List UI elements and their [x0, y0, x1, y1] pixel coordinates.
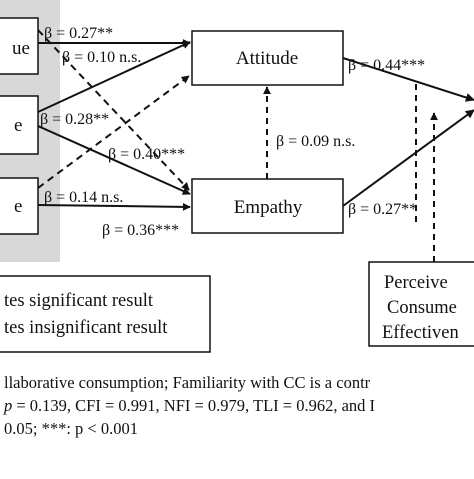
caption-line-3: 0.05; ***: p < 0.001 — [4, 419, 138, 438]
left-box-middle — [0, 95, 39, 155]
empathy-label: Empathy — [234, 197, 303, 218]
caption-p-symbol: p — [4, 396, 13, 415]
coef-top-to-empathy: β = 0.40*** — [108, 146, 185, 163]
dashed-arrow-bottom-to-attitude — [37, 75, 190, 189]
dashed-arrow-top-to-empathy — [37, 29, 190, 191]
arrow-empathy-to-outcome — [342, 109, 474, 207]
legend-significant-text: tes significant result — [4, 291, 154, 311]
coef-empathy-to-outcome: β = 0.27** — [348, 201, 417, 218]
left-box-top — [0, 17, 39, 75]
left-box-bottom — [0, 177, 39, 235]
caption-line-2-text: = 0.139, CFI = 0.991, NFI = 0.979, TLI =… — [16, 396, 376, 415]
legend-box — [0, 275, 211, 353]
coef-empathy-to-attitude: β = 0.09 n.s. — [276, 133, 355, 150]
arrow-middle-to-attitude — [37, 41, 191, 113]
perceived-effectiveness-line2: Consume — [387, 298, 457, 318]
left-box-top-label: ue — [12, 38, 30, 59]
left-box-bottom-label: e — [14, 196, 22, 217]
caption-line-2: p = 0.139, CFI = 0.991, NFI = 0.979, TLI… — [4, 396, 474, 416]
attitude-label: Attitude — [236, 48, 298, 69]
empathy-box — [191, 178, 344, 234]
caption-line-1: llaborative consumption; Familiarity wit… — [4, 373, 371, 392]
arrow-middle-to-empathy — [37, 125, 191, 195]
legend-insignificant-text: tes insignificant result — [4, 318, 168, 338]
coef-middle-to-attitude: β = 0.28** — [40, 111, 109, 128]
perceived-effectiveness-line3: Effectiven — [382, 323, 459, 343]
coef-middle-to-empathy: β = 0.36*** — [102, 222, 179, 239]
coef-top-to-attitude: β = 0.27** — [44, 25, 113, 42]
arrow-bottom-to-empathy — [37, 202, 191, 211]
perceived-effectiveness-box — [368, 261, 474, 347]
coef-bottom-to-empathy-dashed: β = 0.14 n.s. — [44, 189, 123, 206]
perceived-effectiveness-line1: Perceive — [384, 273, 448, 293]
arrow-attitude-to-outcome — [342, 57, 474, 102]
left-box-middle-label: e — [14, 115, 22, 136]
attitude-box — [191, 30, 344, 86]
coef-attitude-to-outcome: β = 0.44*** — [348, 57, 425, 74]
coef-bottom-to-attitude: β = 0.10 n.s. — [62, 49, 141, 66]
